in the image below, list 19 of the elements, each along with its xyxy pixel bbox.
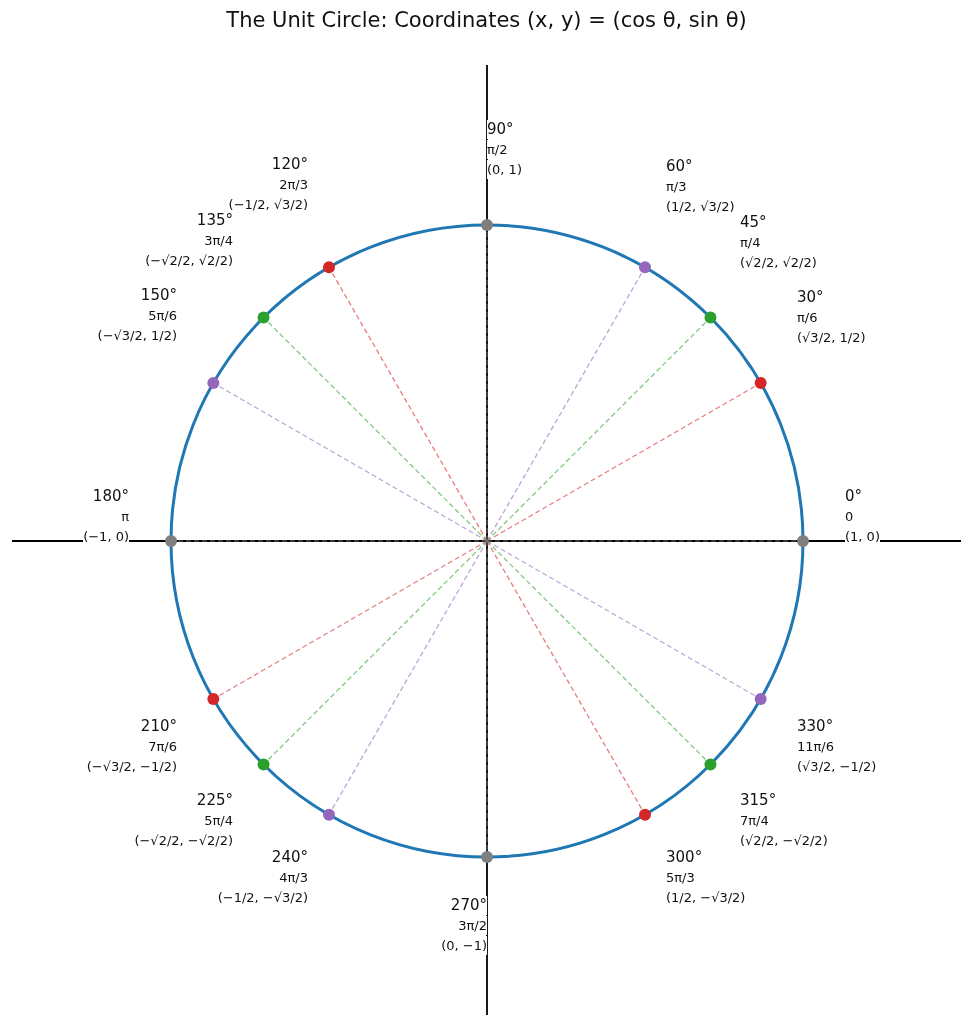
coordinate-label: (−√2/2, √2/2) bbox=[145, 251, 233, 270]
coordinate-label: (1/2, √3/2) bbox=[666, 197, 735, 216]
chart-title: The Unit Circle: Coordinates (x, y) = (cos θ, sin θ) bbox=[225, 8, 748, 32]
coordinate-label: (−√3/2, −1/2) bbox=[86, 757, 177, 776]
coordinate-label: (1/2, −√3/2) bbox=[666, 888, 746, 907]
angle-label: 270° bbox=[450, 896, 487, 915]
radian-label: π/2 bbox=[487, 140, 508, 159]
coordinate-label: (−√2/2, −√2/2) bbox=[134, 831, 233, 850]
coordinate-label: (−1/2, √3/2) bbox=[228, 195, 308, 214]
coordinate-label: (−√3/2, 1/2) bbox=[97, 326, 177, 345]
radian-label: 3π/2 bbox=[458, 916, 487, 935]
coordinate-label: (0, −1) bbox=[441, 936, 487, 955]
coordinate-label: (√2/2, −√2/2) bbox=[740, 831, 828, 850]
coordinate-label: (√2/2, √2/2) bbox=[740, 253, 817, 272]
coordinate-label: (0, 1) bbox=[487, 160, 522, 179]
coordinate-label: (√3/2, 1/2) bbox=[797, 328, 866, 347]
angle-label: 90° bbox=[487, 120, 514, 139]
coordinate-label: (√3/2, −1/2) bbox=[797, 757, 877, 776]
coordinate-label: (−1/2, −√3/2) bbox=[217, 888, 308, 907]
